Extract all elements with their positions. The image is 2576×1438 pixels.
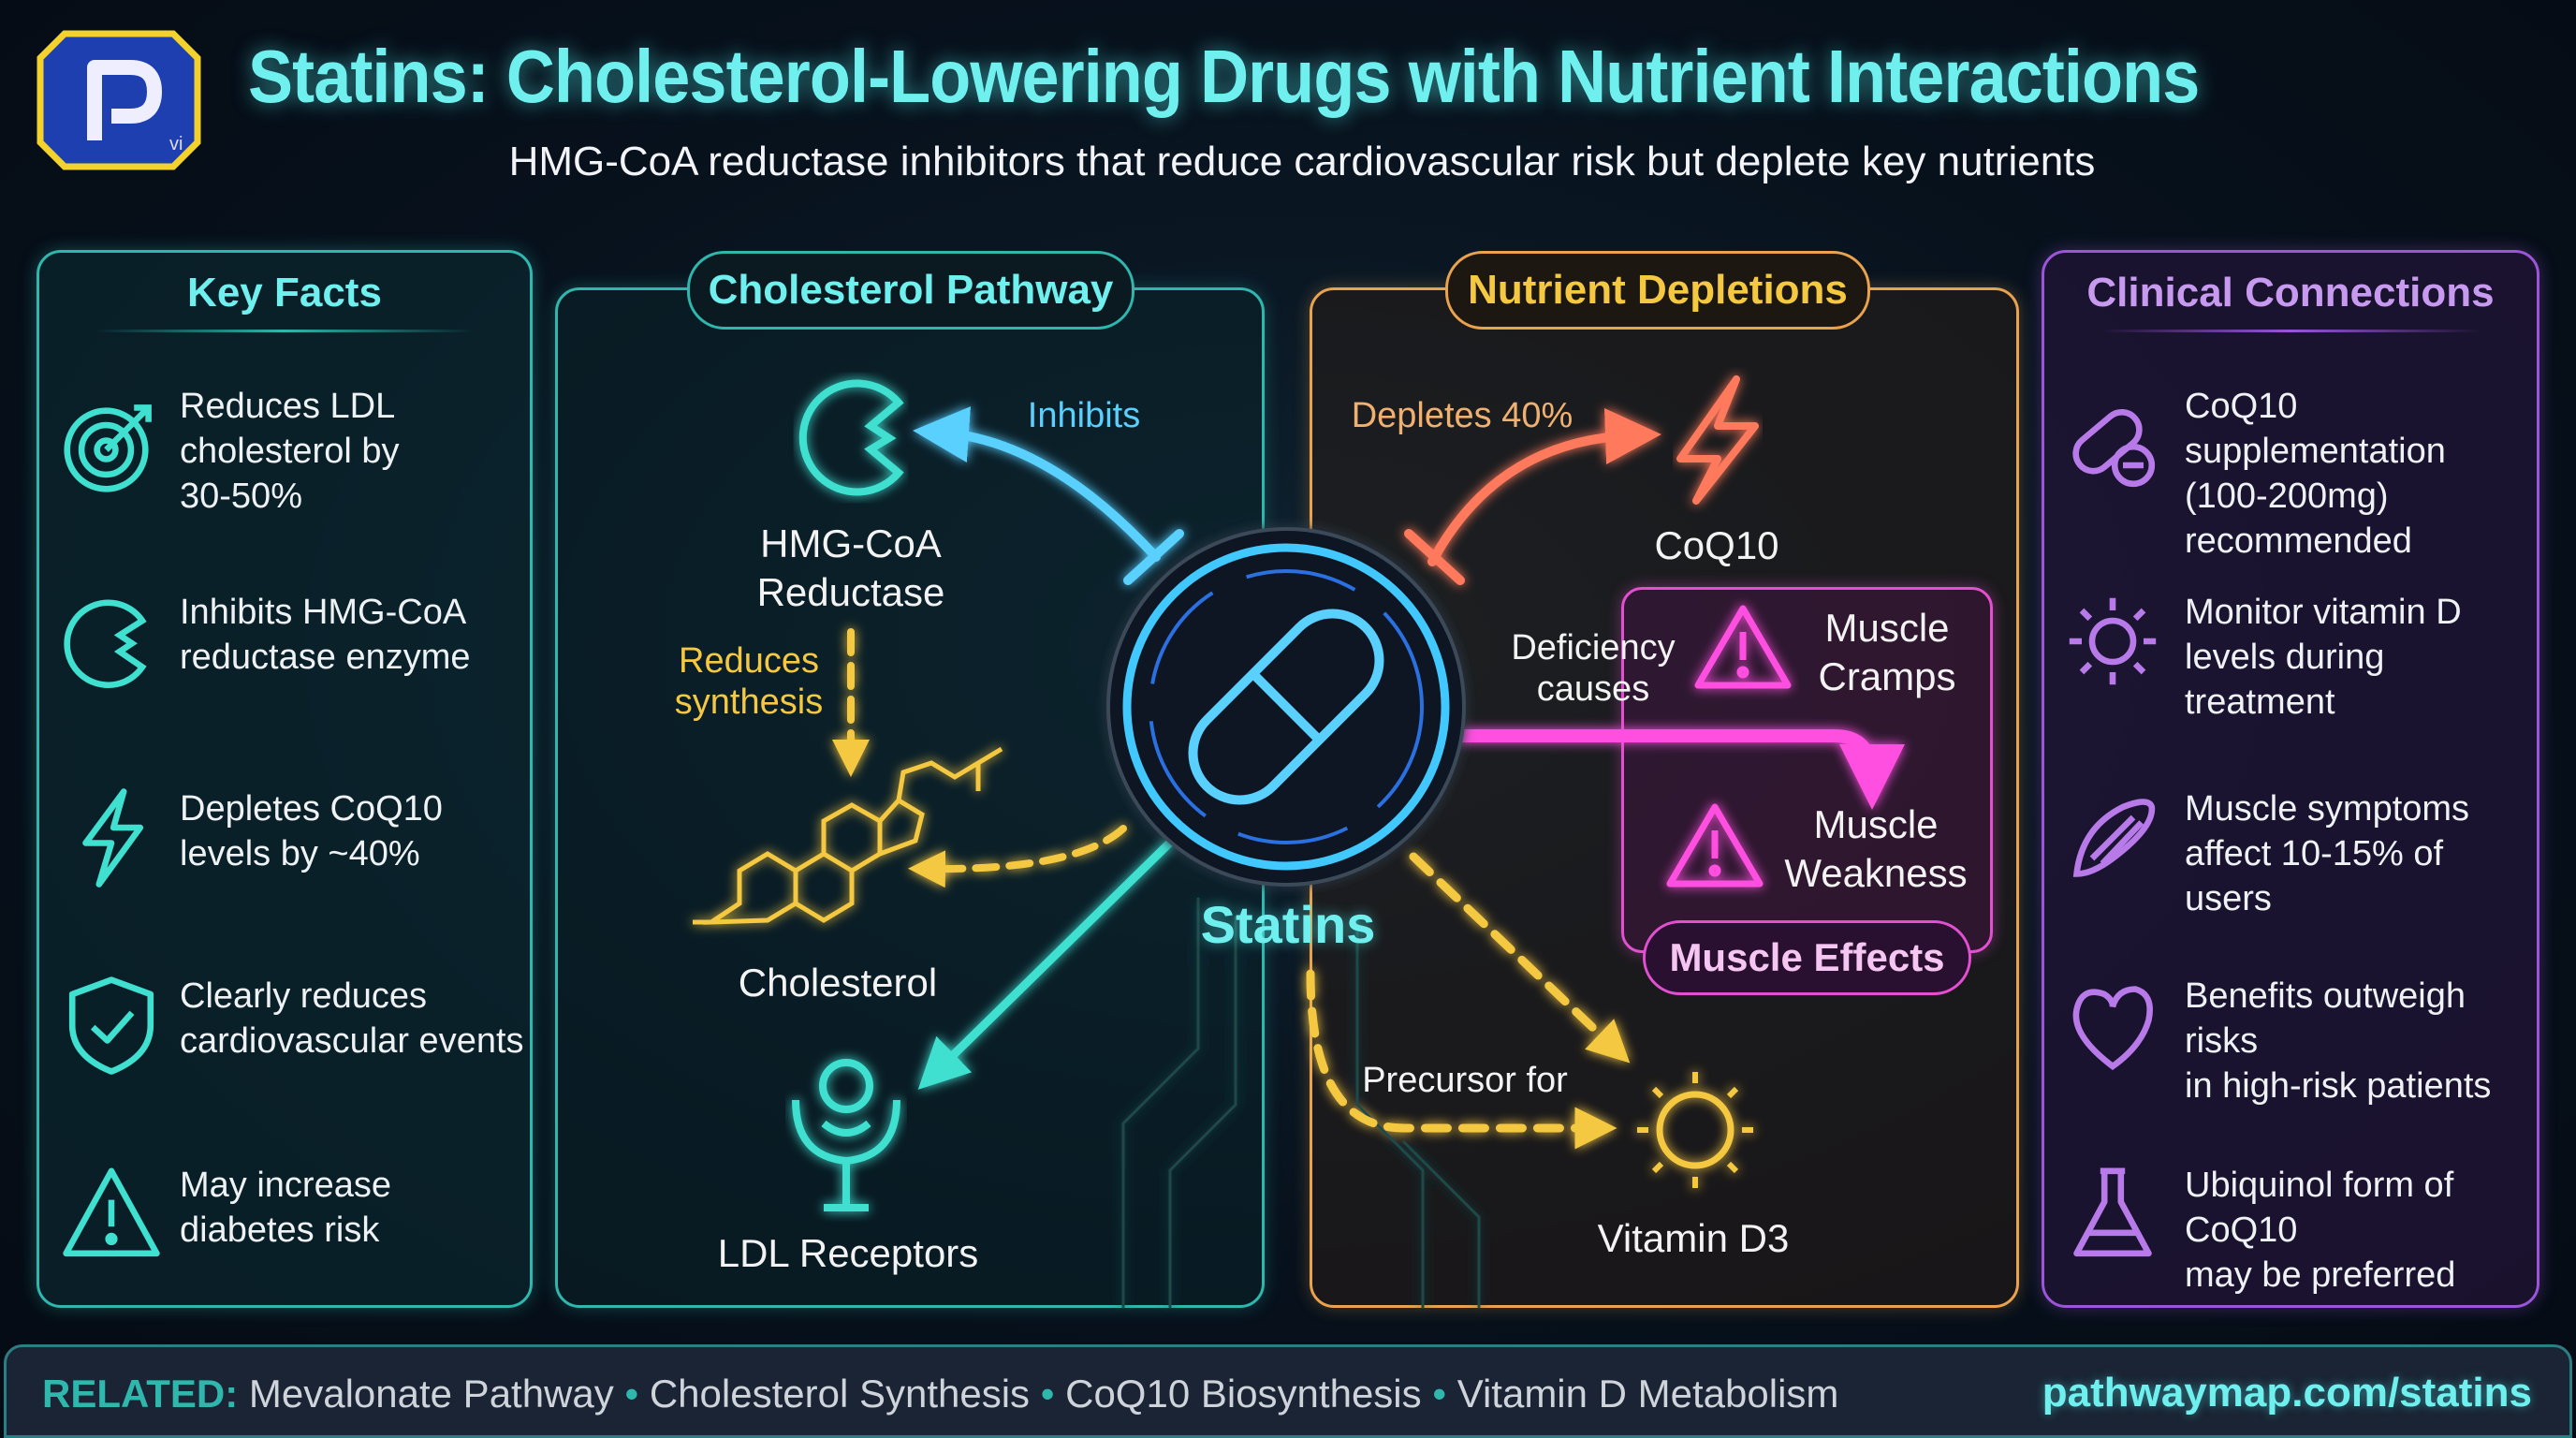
- muscle-effects-title: Muscle Effects: [1643, 920, 1971, 995]
- related-link[interactable]: Cholesterol Synthesis: [649, 1372, 1031, 1416]
- divider: [95, 330, 474, 332]
- muscle-cramps-warning-icon: [1694, 605, 1792, 689]
- footer: RELATED: Mevalonate Pathway • Cholestero…: [4, 1344, 2572, 1438]
- related-link[interactable]: Mevalonate Pathway: [248, 1372, 614, 1416]
- enzyme-icon: [64, 599, 147, 689]
- related-link[interactable]: CoQ10 Biosynthesis: [1065, 1372, 1422, 1416]
- svg-text:vi: vi: [169, 134, 183, 154]
- cholesterol-molecule-icon: [693, 746, 1003, 925]
- target-icon: [64, 404, 152, 492]
- key-facts-title: Key Facts: [187, 270, 382, 315]
- pill-icon: [1106, 527, 1466, 887]
- related-link[interactable]: Vitamin D Metabolism: [1456, 1372, 1839, 1416]
- clinical-connections-panel: Clinical Connections CoQ10 supplementati…: [2042, 250, 2539, 1308]
- deplete-bar: [1404, 529, 1465, 585]
- flask-icon: [2073, 1167, 2152, 1257]
- cholesterol-pathway-title: Cholesterol Pathway: [687, 251, 1134, 330]
- coq10-label: CoQ10: [1654, 523, 1779, 567]
- ldl-arrow: [917, 833, 1179, 1090]
- warning-icon: [63, 1167, 160, 1257]
- capsule-icon: [2072, 408, 2156, 488]
- precursor-arrow: [1306, 969, 1617, 1150]
- nutrient-depletions-title: Nutrient Depletions: [1445, 251, 1870, 330]
- cholesterol-arrow: [908, 825, 1127, 888]
- statins-label: Statins: [1200, 895, 1376, 954]
- inhibit-bar: [1123, 529, 1184, 585]
- ldl-receptor-icon: [792, 1059, 900, 1211]
- page-subtitle: HMG-CoA reductase inhibitors that reduce…: [508, 139, 2096, 184]
- inhibits-label: Inhibits: [1027, 396, 1141, 435]
- vitamin-d-sun-icon: [1637, 1072, 1753, 1188]
- related-links: RELATED: Mevalonate Pathway • Cholestero…: [42, 1372, 1839, 1416]
- heart-icon: [2072, 986, 2153, 1071]
- clinical-item: CoQ10 supplementation(100-200mg)recommen…: [2044, 374, 2537, 561]
- inhibits-arrow: [913, 406, 1161, 562]
- logo: vi: [37, 30, 201, 170]
- muscle-icon: [2072, 799, 2156, 877]
- coq10-lightning-icon: [1676, 375, 1759, 505]
- related-label: RELATED:: [42, 1372, 239, 1416]
- vitd-arrow: [1409, 852, 1631, 1064]
- muscle-effects-box: [1621, 587, 1993, 953]
- muscle-arrow: [1449, 729, 1905, 810]
- site-url-link[interactable]: pathwaymap.com/statins: [2042, 1370, 2532, 1416]
- lightning-icon: [82, 788, 144, 888]
- precursor-label: Precursor for: [1362, 1061, 1568, 1100]
- enzyme-icon: [798, 379, 904, 496]
- cholesterol-label: Cholesterol: [738, 961, 938, 1005]
- depletes-label: Depletes 40%: [1351, 396, 1573, 435]
- sun-icon: [2069, 597, 2157, 685]
- ldl-receptors-label: LDL Receptors: [717, 1231, 979, 1275]
- page-title: Statins: Cholesterol-Lowering Drugs with…: [248, 35, 2200, 118]
- clinical-title: Clinical Connections: [2086, 270, 2495, 315]
- depletes-arrow: [1427, 408, 1661, 566]
- divider: [2100, 330, 2481, 332]
- muscle-weakness-warning-icon: [1666, 803, 1764, 888]
- vitamin-d3-label: Vitamin D3: [1597, 1216, 1790, 1260]
- circuit-traces: [1121, 897, 1481, 1309]
- shield-check-icon: [68, 976, 154, 1075]
